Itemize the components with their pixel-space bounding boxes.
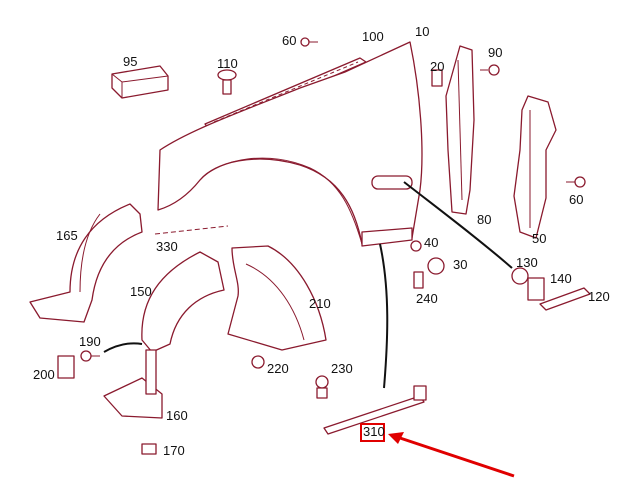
label-130: 130 bbox=[516, 255, 538, 270]
part-210-liner bbox=[227, 245, 327, 351]
part-130-grommet bbox=[511, 267, 529, 285]
label-230: 230 bbox=[331, 361, 353, 376]
part-30-bolt bbox=[427, 257, 445, 275]
label-200: 200 bbox=[33, 367, 55, 382]
part-190-screw bbox=[80, 350, 100, 362]
part-10-fender bbox=[157, 41, 423, 247]
label-60-top: 60 bbox=[282, 33, 297, 48]
label-60-right: 60 bbox=[569, 192, 584, 207]
label-330: 330 bbox=[156, 239, 178, 254]
label-10: 10 bbox=[415, 24, 430, 39]
label-100: 100 bbox=[362, 29, 384, 44]
label-140: 140 bbox=[550, 271, 572, 286]
part-40-nut bbox=[410, 240, 422, 252]
part-165-liner bbox=[29, 203, 143, 323]
label-40: 40 bbox=[424, 235, 439, 250]
part-150-liner bbox=[141, 251, 225, 353]
label-310: 310 bbox=[363, 424, 385, 439]
part-80-bracket bbox=[431, 45, 475, 215]
pointer-arrow bbox=[388, 432, 515, 478]
label-210: 210 bbox=[309, 296, 331, 311]
label-90: 90 bbox=[488, 45, 503, 60]
label-80: 80 bbox=[477, 212, 492, 227]
label-165: 165 bbox=[56, 228, 78, 243]
part-330-strip bbox=[154, 225, 229, 235]
part-90-bolt bbox=[480, 64, 500, 76]
label-120: 120 bbox=[588, 289, 610, 304]
part-170-clip bbox=[141, 443, 157, 455]
part-95-foam-block bbox=[111, 65, 169, 99]
label-95: 95 bbox=[123, 54, 138, 69]
label-50: 50 bbox=[532, 231, 547, 246]
label-170: 170 bbox=[163, 443, 185, 458]
label-190: 190 bbox=[79, 334, 101, 349]
label-110: 110 bbox=[217, 56, 238, 71]
part-60-screw-top bbox=[300, 37, 318, 47]
label-150: 150 bbox=[130, 284, 152, 299]
part-230-stud bbox=[315, 375, 329, 399]
part-60-screw-right bbox=[566, 176, 586, 188]
leader-line-fender-to-310 bbox=[379, 243, 389, 389]
part-310-seal-strip bbox=[323, 385, 427, 435]
part-200-clip bbox=[57, 355, 75, 379]
part-120-bar bbox=[539, 287, 591, 311]
part-110-clip bbox=[217, 69, 237, 95]
label-20: 20 bbox=[430, 59, 445, 74]
label-240: 240 bbox=[416, 291, 438, 306]
highlight-box-310 bbox=[360, 423, 385, 442]
part-160-bracket bbox=[103, 349, 163, 419]
part-220-screw bbox=[251, 355, 265, 369]
part-50-panel bbox=[513, 95, 557, 239]
label-30: 30 bbox=[453, 257, 468, 272]
part-140-clip bbox=[527, 277, 545, 301]
leader-line-150-to-190 bbox=[103, 342, 143, 353]
part-240-screw bbox=[413, 271, 424, 289]
label-160: 160 bbox=[166, 408, 188, 423]
label-220: 220 bbox=[267, 361, 289, 376]
leader-line-fender-to-130 bbox=[403, 181, 513, 269]
